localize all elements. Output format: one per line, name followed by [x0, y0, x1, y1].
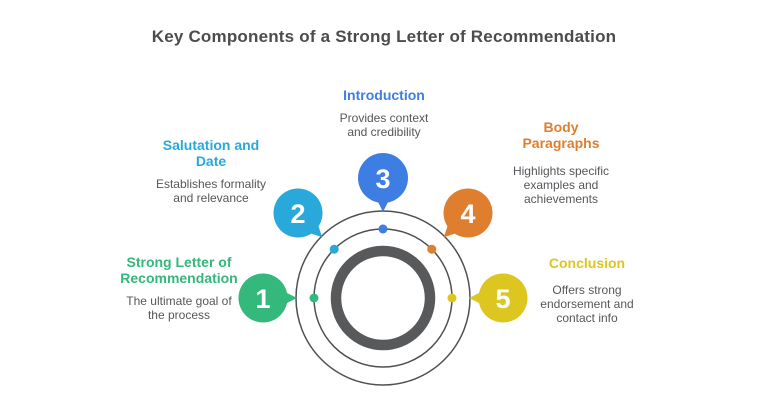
step-label-body-paragraphs: Body Paragraphs Highlights specific exam…	[471, 119, 651, 206]
step-description: Highlights specific examples and achieve…	[512, 164, 610, 206]
marker-number-2: 2	[290, 199, 305, 229]
marker-number-5: 5	[495, 284, 510, 314]
marker-number-3: 3	[375, 164, 390, 194]
page-title: Key Components of a Strong Letter of Rec…	[151, 27, 617, 46]
step-label-salutation-date: Salutation and Date Establishes formalit…	[121, 137, 301, 205]
step-description: Offers strong endorsement and contact in…	[540, 283, 634, 325]
step-marker-1: 1	[238, 273, 297, 323]
step-label-conclusion: Conclusion Offers strong endorsement and…	[497, 255, 677, 325]
marker-number-1: 1	[255, 284, 270, 314]
step-heading: Introduction	[343, 87, 425, 103]
step-heading: Strong Letter of Recommendation	[120, 254, 238, 286]
marker-bubble-4	[443, 188, 493, 238]
step-heading: Body Paragraphs	[522, 119, 600, 151]
step-marker-4: 4	[443, 188, 493, 238]
step-marker-2: 2	[273, 188, 323, 238]
marker-bubble-2	[273, 188, 323, 238]
step-dot-1	[309, 293, 319, 303]
step-label-strong-letter: Strong Letter of Recommendation The ulti…	[89, 254, 269, 322]
step-marker-3: 3	[358, 153, 408, 212]
marker-bubble-1	[238, 273, 288, 323]
step-dot-4	[427, 244, 437, 254]
step-label-introduction: Introduction Provides context and credib…	[294, 87, 474, 139]
core-ring	[330, 245, 436, 351]
step-heading: Conclusion	[548, 255, 626, 271]
marker-bubble-5	[478, 273, 528, 323]
marker-number-4: 4	[460, 199, 475, 229]
step-heading: Salutation and Date	[162, 137, 260, 169]
step-description: Provides context and credibility	[339, 111, 429, 139]
marker-bubble-3	[358, 153, 408, 203]
step-description: The ultimate goal of the process	[126, 294, 232, 322]
step-description: Establishes formality and relevance	[155, 177, 267, 205]
step-dot-5	[447, 293, 457, 303]
step-dot-2	[329, 244, 339, 254]
step-dot-3	[378, 224, 388, 234]
step-marker-5: 5	[469, 273, 528, 323]
